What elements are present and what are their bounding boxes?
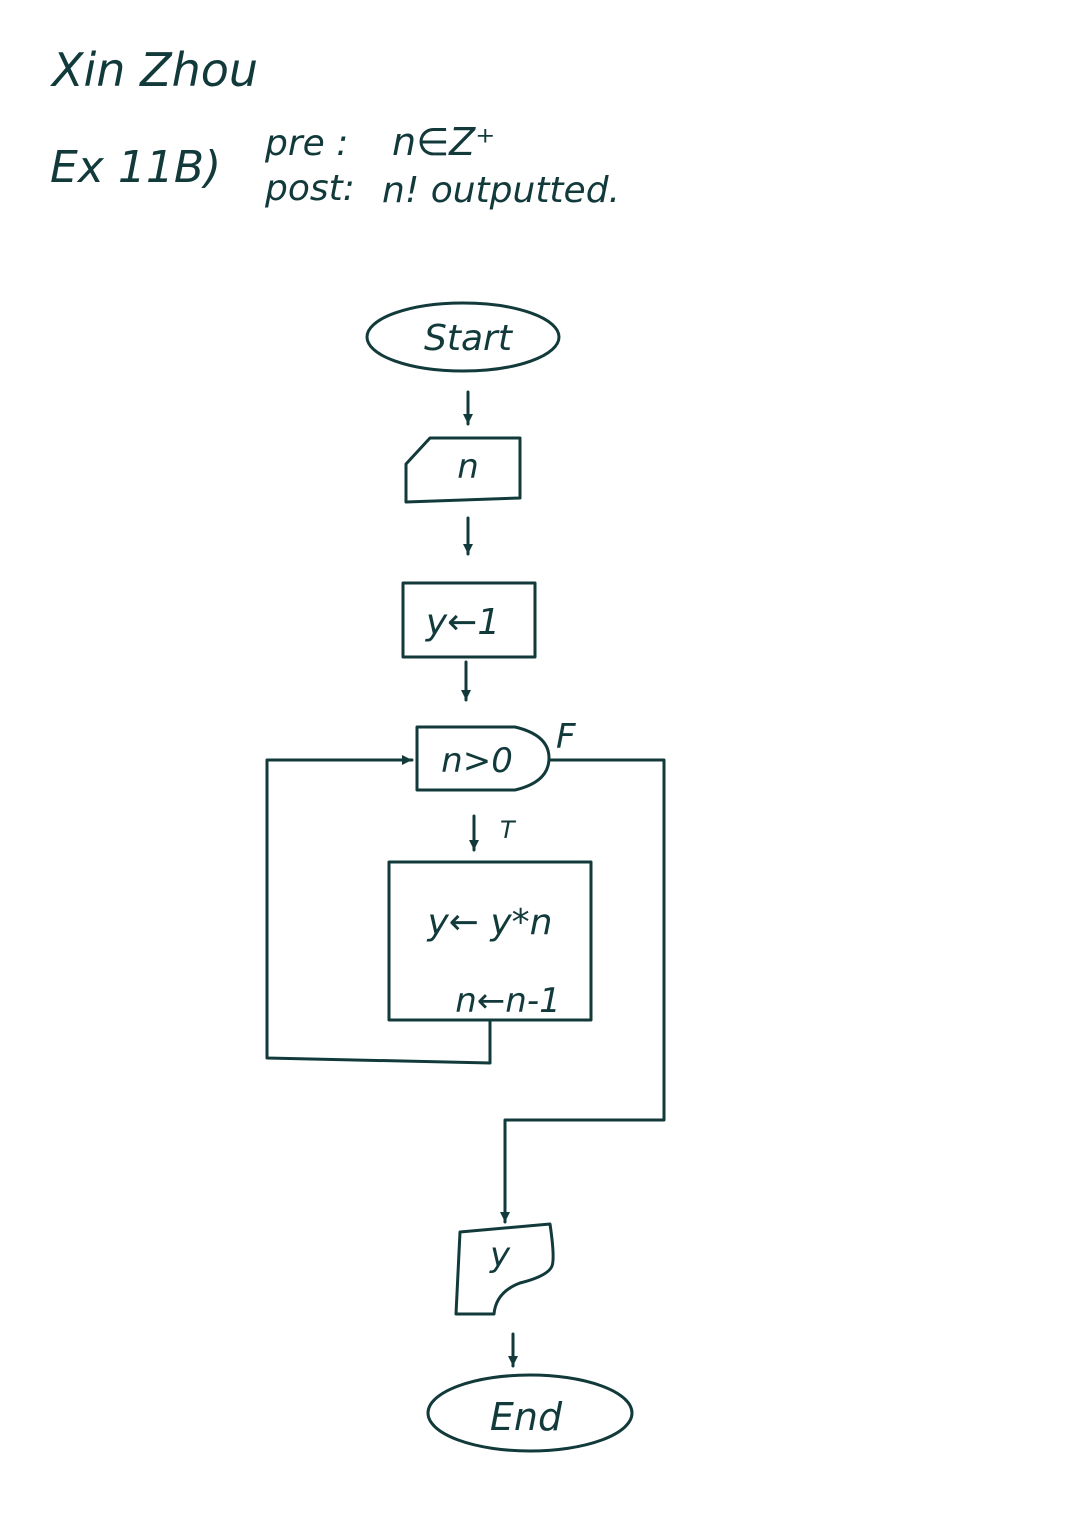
body-line-2: n←n-1 [455,981,561,1021]
start-terminal [365,301,561,373]
true-branch-label: T [500,816,517,844]
exercise-label: Ex 11B) [50,142,221,193]
precondition-label: pre : [264,123,348,164]
end-label: End [490,1395,563,1439]
input-node [404,436,522,504]
init-label: y←1 [425,602,500,643]
end-terminal [426,1373,634,1453]
author-name: Xin Zhou [50,43,258,97]
output-label: y [489,1235,511,1275]
start-label: Start [424,318,514,359]
arrow-loop-back [265,755,492,1065]
init-process-node [401,581,537,659]
postcondition-label: post: [264,168,355,209]
body-line-1: y← y*n [426,902,552,943]
precondition-value: n∈Z⁺ [392,120,495,164]
decision-label: n>0 [441,741,513,781]
decision-node [415,725,551,792]
postcondition-value: n! outputted. [382,170,620,211]
arrow-false-to-output [500,758,666,1224]
false-branch-label: F [556,717,576,757]
input-label: n [457,447,479,487]
output-node [454,1222,555,1316]
